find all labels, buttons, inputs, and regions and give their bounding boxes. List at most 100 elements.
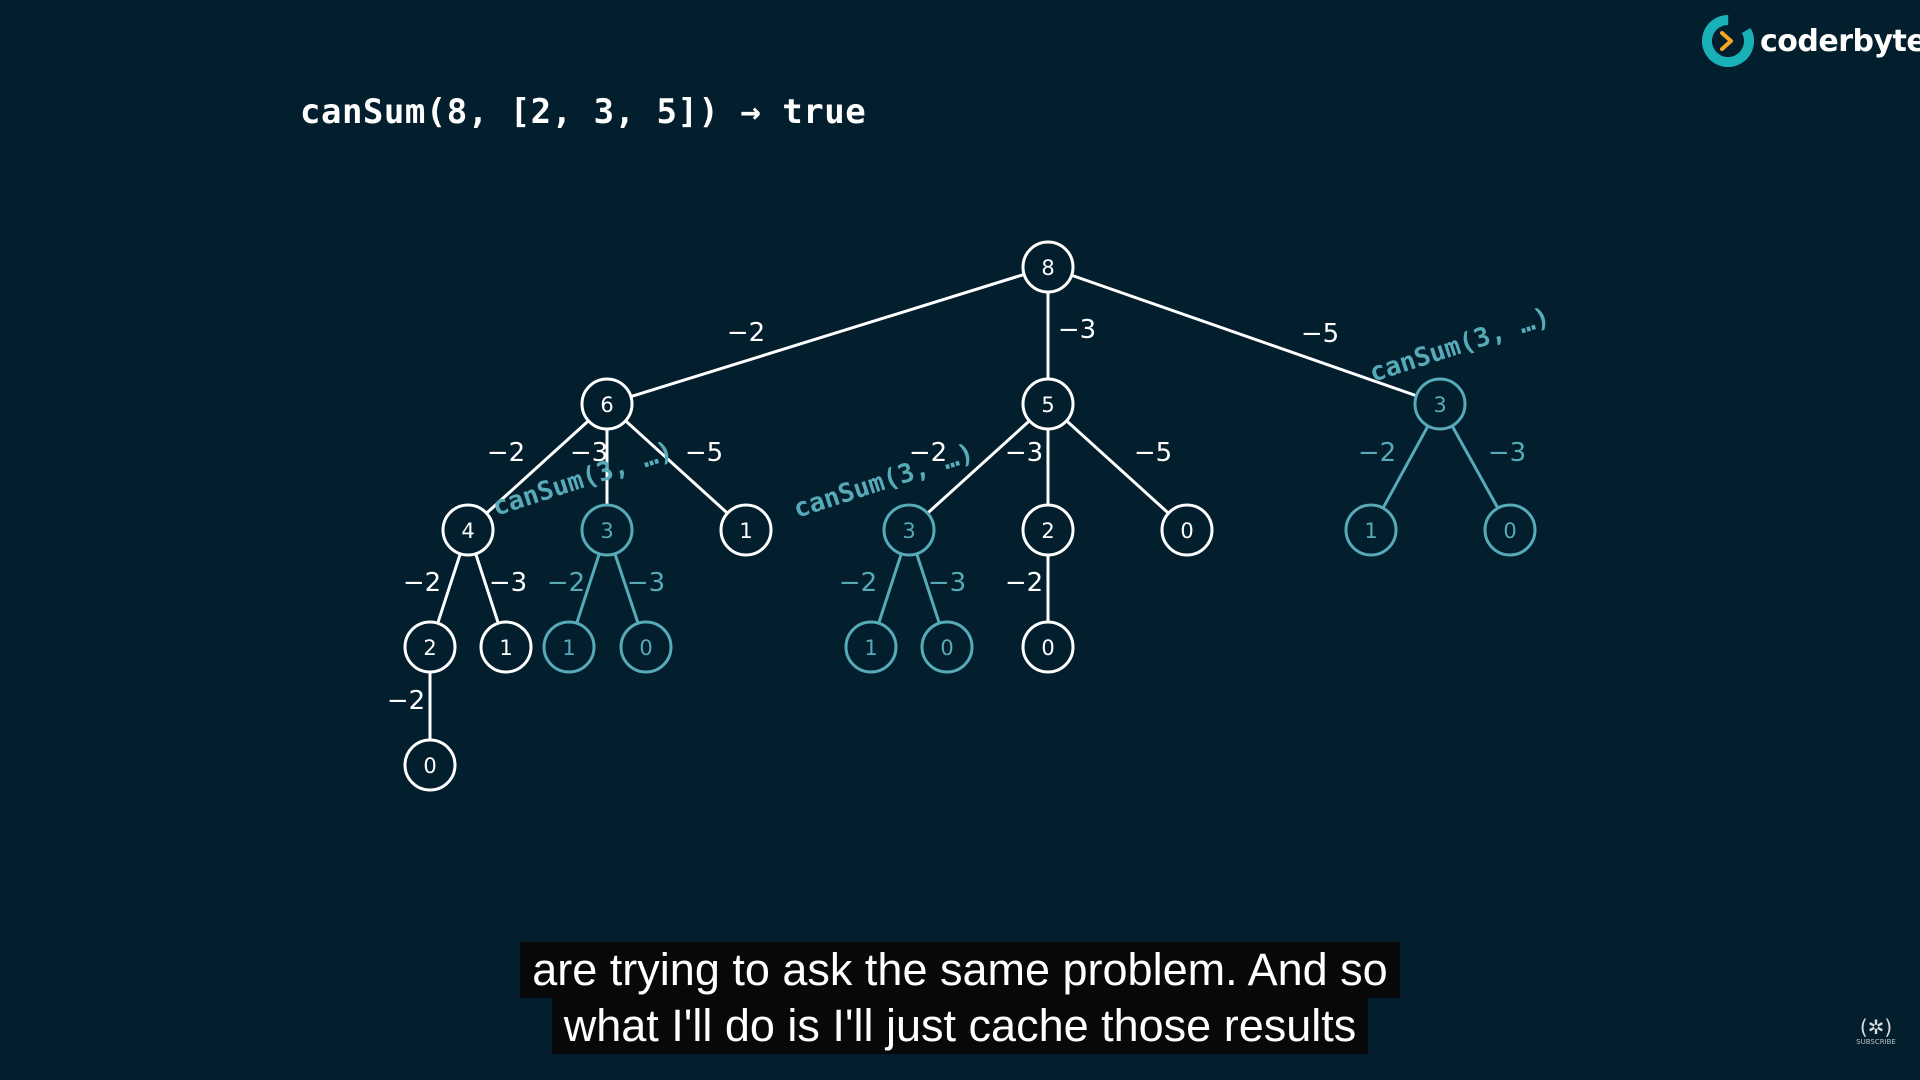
edge-label: −2 — [487, 438, 525, 468]
tree-edge — [877, 553, 903, 624]
function-call-expression: canSum(8, [2, 3, 5]) → true — [300, 92, 867, 132]
tree-edge — [1450, 425, 1500, 509]
memoized-tree-node: 3 — [1413, 377, 1467, 431]
memo-annotation: canSum(3, …) — [1366, 302, 1554, 389]
memoized-tree-node: 1 — [1344, 503, 1398, 557]
edge-label: −3 — [1058, 315, 1096, 345]
edge-label: −2 — [1005, 568, 1043, 598]
edge-label: −2 — [727, 318, 765, 348]
tree-node: 0 — [1021, 620, 1075, 674]
tree-edge — [575, 553, 601, 624]
node-value: 1 — [499, 636, 512, 660]
node-circle — [1021, 503, 1075, 557]
node-value: 4 — [461, 519, 474, 543]
tree-edge — [624, 419, 729, 515]
node-value: 3 — [600, 519, 613, 543]
node-value: 0 — [940, 636, 953, 660]
node-circle — [479, 620, 533, 674]
tree-edge — [1065, 419, 1170, 515]
node-value: 1 — [562, 636, 575, 660]
node-circle — [403, 738, 457, 792]
node-value: 8 — [1041, 256, 1054, 280]
node-circle — [844, 620, 898, 674]
node-circle — [403, 620, 457, 674]
edge-label: −3 — [489, 568, 527, 598]
node-circle — [1413, 377, 1467, 431]
node-value: 1 — [1364, 519, 1377, 543]
tree-node: 5 — [1021, 377, 1075, 431]
memo-annotations: canSum(3, …)canSum(3, …)canSum(3, …) — [489, 302, 1554, 525]
node-value: 6 — [600, 393, 613, 417]
node-value: 0 — [1503, 519, 1516, 543]
freecodecamp-icon: (✲) — [1859, 1015, 1893, 1039]
memoized-tree-node: 3 — [882, 503, 936, 557]
edge-label: −3 — [570, 438, 608, 468]
coderbyte-logo-icon — [1702, 15, 1754, 67]
node-value: 3 — [902, 519, 915, 543]
subtitles: are trying to ask the same problem. And … — [0, 942, 1920, 1054]
tree-node: 4 — [441, 503, 495, 557]
node-value: 2 — [1041, 519, 1054, 543]
node-circle — [719, 503, 773, 557]
tree-edge — [926, 419, 1031, 515]
node-circle — [1021, 377, 1075, 431]
tree-edge — [1381, 425, 1430, 509]
edge-label: −2 — [387, 686, 425, 716]
coderbyte-logo: coderbyte — [1702, 14, 1920, 68]
tree-node: 8 — [1021, 240, 1075, 294]
edge-label: −3 — [627, 568, 665, 598]
node-circle — [441, 503, 495, 557]
tree-node: 0 — [1160, 503, 1214, 557]
node-value: 1 — [864, 636, 877, 660]
memoized-tree-node: 0 — [920, 620, 974, 674]
edge-label: −2 — [839, 568, 877, 598]
subscribe-label: SUBSCRIBE — [1856, 1038, 1896, 1046]
tree-edges: −2−3−5−2−3−5−2−3−5−2−3−2−3−2−3−2−3−2−2 — [387, 272, 1526, 740]
node-value: 0 — [1180, 519, 1193, 543]
node-value: 5 — [1041, 393, 1054, 417]
edge-label: −3 — [1488, 438, 1526, 468]
tree-edge — [630, 272, 1025, 399]
subtitle-line-1: are trying to ask the same problem. And … — [520, 942, 1400, 998]
edge-label: −3 — [928, 568, 966, 598]
node-value: 2 — [423, 636, 436, 660]
subtitle-line-2: what I'll do is I'll just cache those re… — [551, 998, 1369, 1054]
edge-label: −5 — [1134, 438, 1172, 468]
tree-nodes: 8 6 5 3 4 3 1 3 2 0 1 0 2 1 1 0 1 0 0 0 — [403, 240, 1537, 792]
tree-node: 1 — [719, 503, 773, 557]
tree-edge — [613, 553, 640, 624]
edge-label: −2 — [403, 568, 441, 598]
tree-node: 0 — [403, 738, 457, 792]
node-value: 0 — [423, 754, 436, 778]
tree-edge — [436, 553, 462, 624]
tree-node: 2 — [403, 620, 457, 674]
tree-edge — [485, 419, 590, 515]
node-circle — [1021, 620, 1075, 674]
node-value: 0 — [639, 636, 652, 660]
edge-label: −2 — [909, 438, 947, 468]
tree-node: 2 — [1021, 503, 1075, 557]
edge-label: −5 — [1301, 319, 1339, 349]
node-circle — [580, 503, 634, 557]
node-circle — [920, 620, 974, 674]
tree-node: 1 — [479, 620, 533, 674]
edge-label: −5 — [685, 438, 723, 468]
node-circle — [1021, 240, 1075, 294]
tree-edge — [1071, 273, 1417, 398]
edge-label: −2 — [1358, 438, 1396, 468]
subscribe-watermark[interactable]: (✲) SUBSCRIBE — [1856, 1016, 1896, 1056]
memoized-tree-node: 0 — [619, 620, 673, 674]
logo-wordmark: coderbyte — [1760, 23, 1920, 59]
node-circle — [1483, 503, 1537, 557]
memo-annotation: canSum(3, …) — [790, 438, 978, 525]
memoized-tree-node: 0 — [1483, 503, 1537, 557]
node-circle — [1160, 503, 1214, 557]
node-circle — [542, 620, 596, 674]
tree-node: 6 — [580, 377, 634, 431]
tree-edge — [474, 553, 500, 624]
node-value: 0 — [1041, 636, 1054, 660]
node-circle — [619, 620, 673, 674]
memoized-tree-node: 3 — [580, 503, 634, 557]
